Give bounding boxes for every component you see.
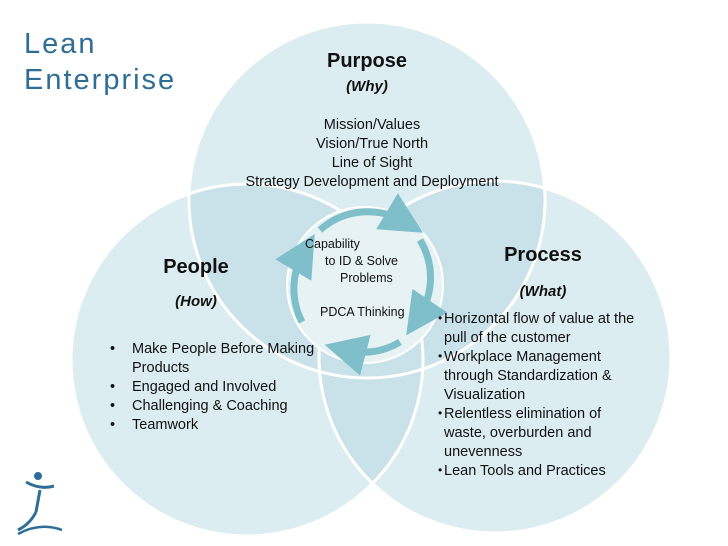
people-item: Engaged and Involved: [108, 378, 328, 397]
purpose-item: Vision/True North: [315, 136, 429, 152]
center-capability: Capability: [305, 237, 360, 251]
purpose-item: Strategy Development and Deployment: [245, 174, 499, 190]
people-list: Make People Before Making Products Engag…: [108, 340, 328, 435]
people-subheading: (How): [175, 293, 217, 310]
process-list: Horizontal flow of value at the pull of …: [438, 309, 638, 481]
people-item: Teamwork: [108, 416, 328, 435]
title-line-2: Enterprise: [24, 64, 177, 96]
purpose-heading: Purpose: [326, 50, 408, 72]
purpose-list: Mission/Values Vision/True North Line of…: [212, 116, 532, 192]
center-identify-solve: to ID & Solve: [325, 254, 398, 268]
process-item: Lean Tools and Practices: [438, 461, 638, 481]
title-line-1: Lean: [24, 28, 97, 60]
process-item: Workplace Management through Standardiza…: [438, 347, 638, 405]
process-item: Relentless elimination of waste, overbur…: [438, 404, 638, 462]
people-item: Challenging & Coaching: [108, 397, 328, 416]
process-item: Horizontal flow of value at the pull of …: [438, 309, 638, 348]
process-heading: Process: [504, 244, 582, 266]
people-heading: People: [163, 256, 229, 278]
purpose-item: Line of Sight: [331, 155, 413, 171]
page-title: Lean Enterprise: [24, 26, 176, 98]
people-item: Make People Before Making Products: [108, 340, 328, 378]
center-pdca-thinking: PDCA Thinking: [320, 305, 405, 319]
purpose-subheading: (Why): [346, 78, 388, 95]
center-problems: Problems: [340, 271, 393, 285]
purpose-item: Mission/Values: [323, 117, 421, 133]
pdca-cycle-arrows: [275, 193, 448, 376]
runner-logo-icon: [17, 472, 63, 536]
process-subheading: (What): [519, 283, 567, 300]
